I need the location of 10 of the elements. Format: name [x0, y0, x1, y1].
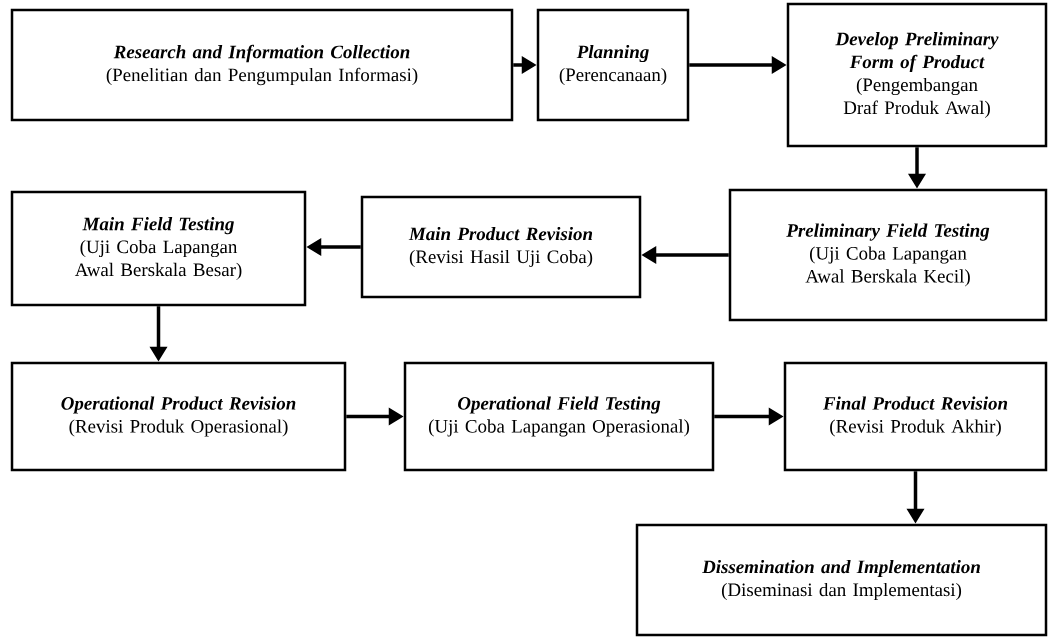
process-box: Research and Information Collection (Penelitian dan Pengumpulan Informasi): [10, 8, 514, 122]
process-box: Develop Preliminary Form of Product (Pengembangan Draf Produk Awal): [786, 2, 1048, 148]
process-box: Planning (Perencanaan): [536, 8, 690, 122]
process-box: Final Product Revision (Revisi Produk Akhir): [783, 361, 1048, 472]
process-box: Preliminary Field Testing (Uji Coba Lapangan Awal Berskala Kecil): [728, 188, 1048, 322]
process-box: Main Product Revision (Revisi Hasil Uji Coba): [360, 195, 642, 299]
process-box: Dissemination and Implementation (Diseminasi dan Implementasi): [635, 523, 1048, 637]
process-box: Main Field Testing (Uji Coba Lapangan Awal Berskala Besar): [10, 190, 307, 307]
process-box: Operational Product Revision (Revisi Produk Operasional): [10, 361, 347, 472]
process-box: Operational Field Testing (Uji Coba Lapangan Operasional): [403, 361, 715, 472]
